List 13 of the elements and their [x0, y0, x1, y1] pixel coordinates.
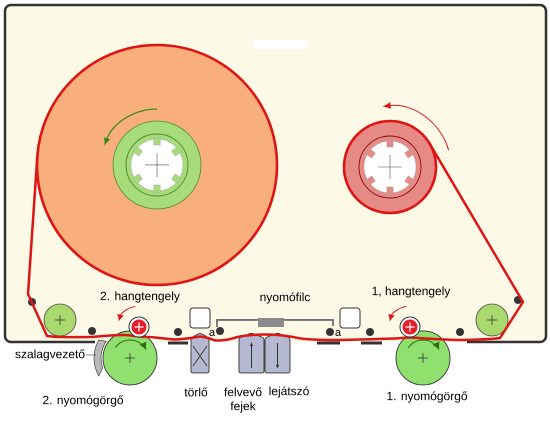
letter-label: a	[335, 330, 342, 336]
tape-guide	[94, 340, 107, 377]
part-label: lejátszó	[269, 386, 309, 398]
part-label: nyomófilc	[260, 292, 310, 304]
part-label: 1. nyomógörgő	[387, 391, 468, 403]
part-label: szalagvezető	[15, 349, 85, 361]
letter-label: a	[209, 330, 216, 336]
leader-line	[86, 354, 96, 356]
part-label: felvevő fejek	[224, 387, 262, 413]
part-label: 2. nyomógörgő	[43, 395, 124, 407]
part-label: törlő	[184, 388, 208, 396]
part-label: 2. hangtengely	[100, 291, 180, 303]
part-label: 1, hangtengely	[372, 286, 450, 298]
